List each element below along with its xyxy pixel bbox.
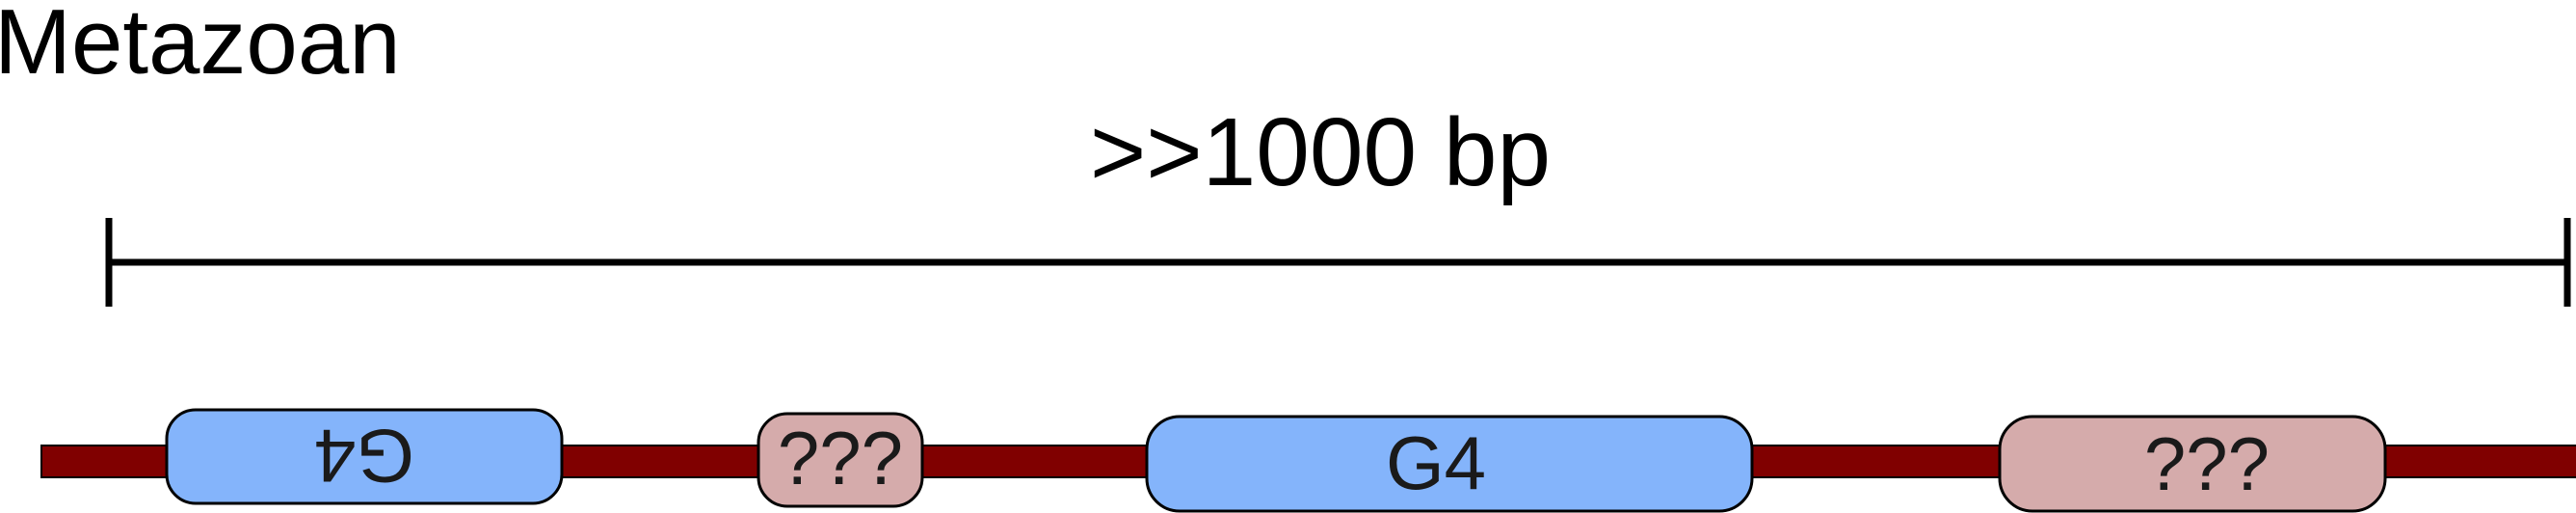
element-box-2: ???: [757, 412, 924, 508]
element-box-label: ???: [778, 416, 903, 500]
element-box-4: ???: [1998, 415, 2387, 513]
element-box-3: G4: [1145, 415, 1754, 513]
element-box-label: G4: [1386, 420, 1486, 505]
element-box-shape: [1998, 415, 2387, 513]
element-box-shape: [757, 412, 924, 508]
element-box-shape: [165, 408, 564, 505]
element-box-1: G4: [165, 408, 564, 505]
scale-bar: [105, 218, 2571, 307]
scale-label: >>1000 bp: [1090, 98, 1551, 206]
element-box-label: ???: [2144, 421, 2270, 506]
element-box-label: G4: [314, 414, 414, 499]
diagram-title: Metazoan: [0, 0, 401, 94]
element-box-shape: [1145, 415, 1754, 513]
